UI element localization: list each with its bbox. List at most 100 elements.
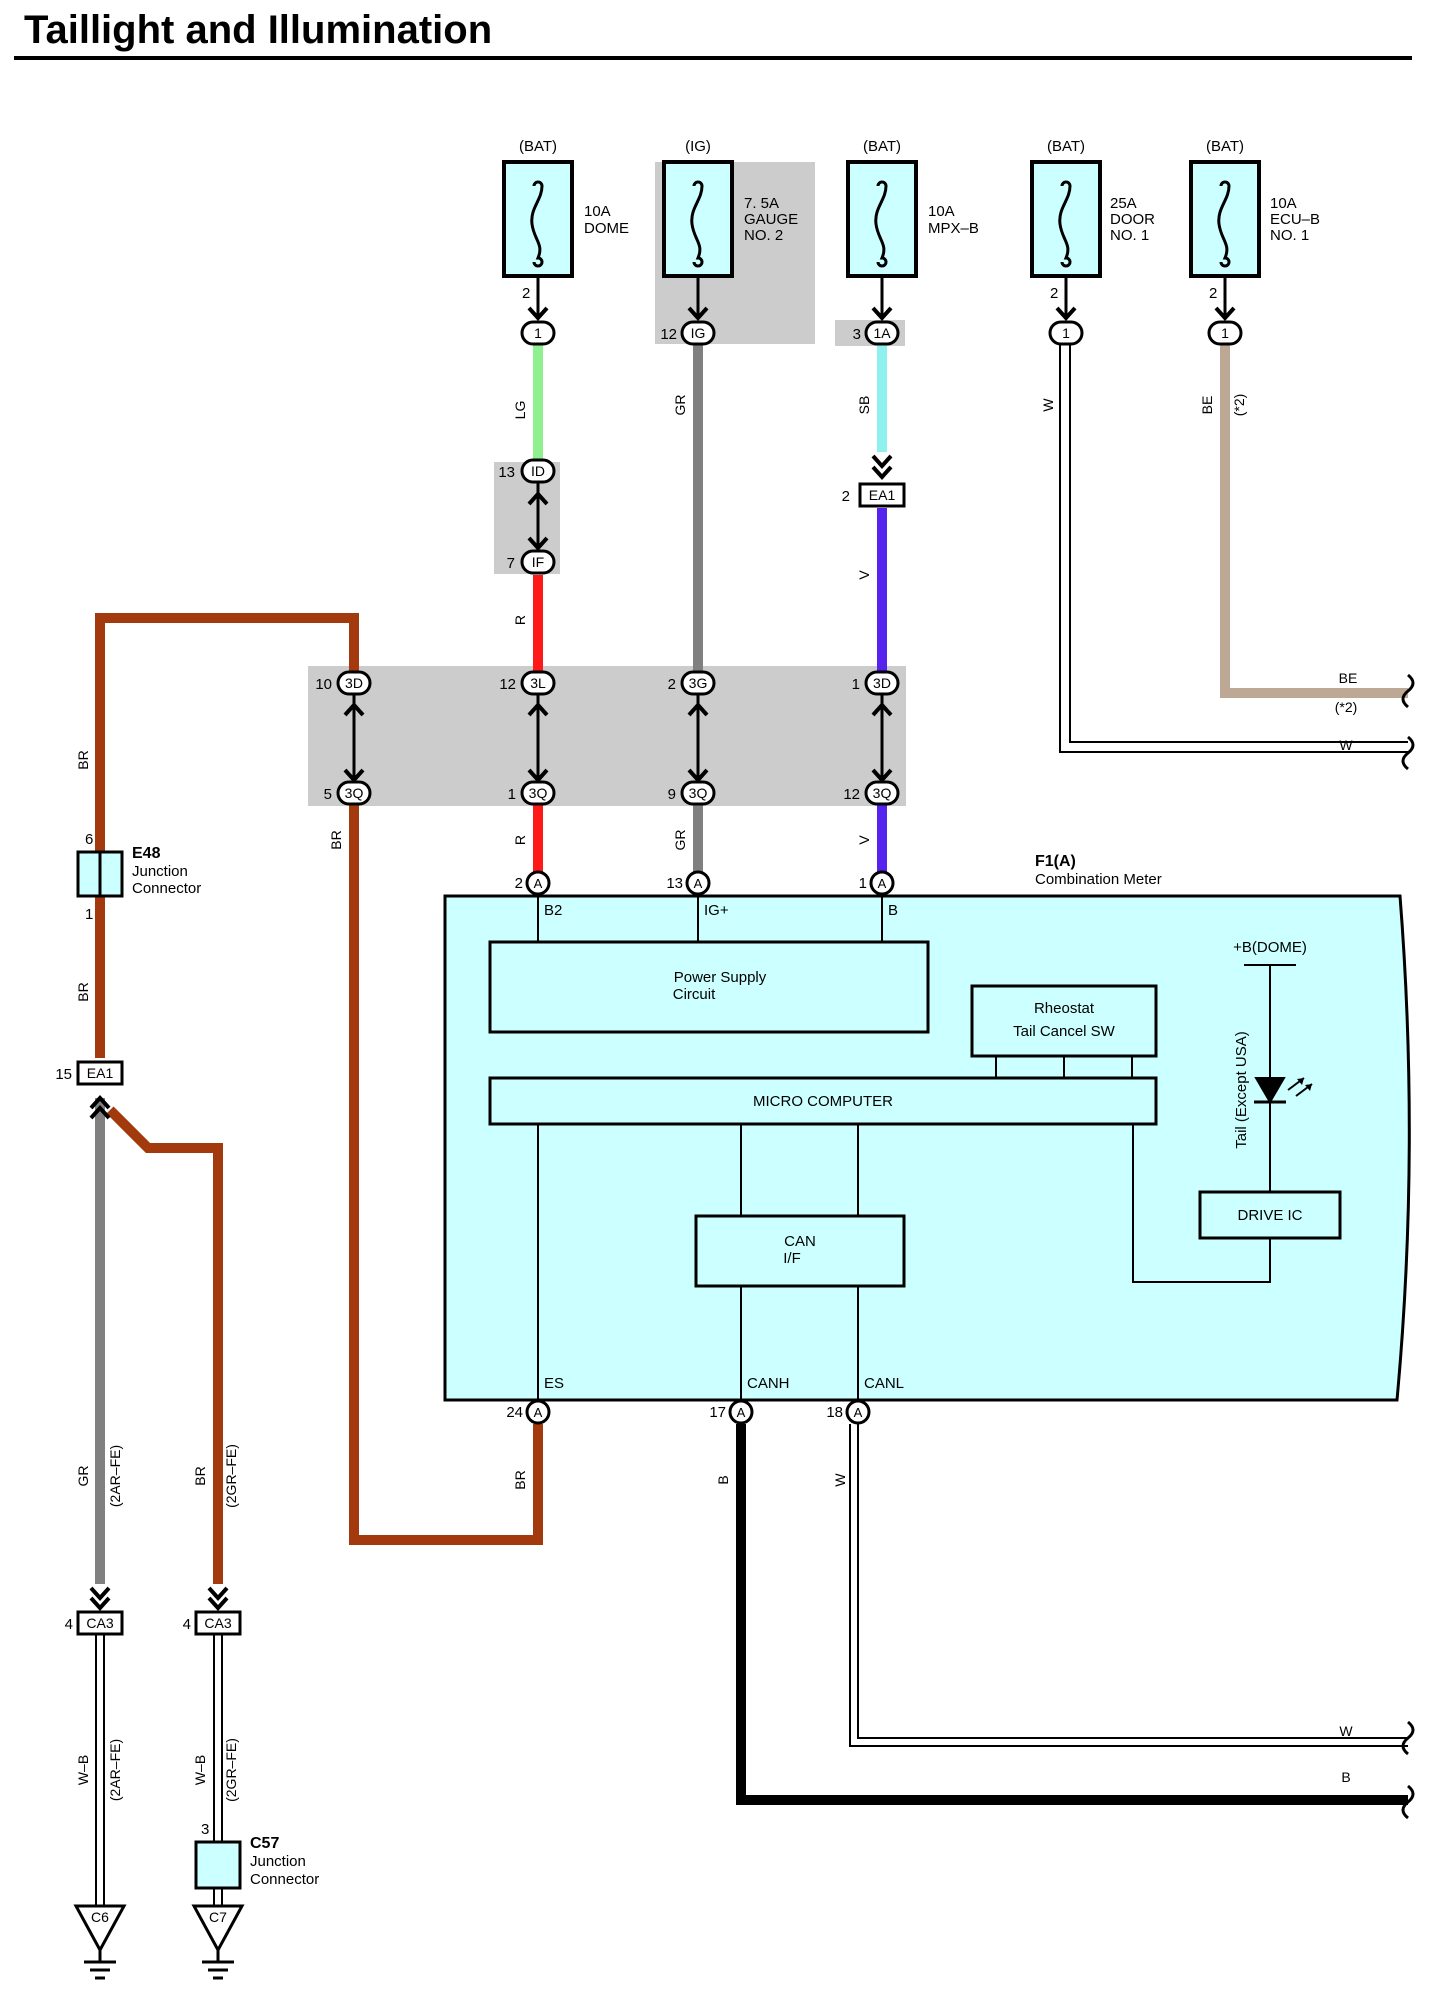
fuse-dome: [502, 160, 574, 278]
label-be-right: BE: [1339, 670, 1358, 686]
power-supply-block: [488, 940, 930, 1034]
meter-label-b: B: [888, 902, 898, 919]
fuse-mpxb-rating: 10A: [928, 203, 955, 220]
label-r-upper: R: [512, 615, 528, 625]
meter-label-canh: CANH: [747, 1375, 790, 1392]
label-b-right-bottom: B: [1341, 1769, 1350, 1785]
pin-3q-1: 1: [508, 786, 516, 803]
pin-3q-12: 12: [843, 786, 860, 803]
c57-id: C57: [250, 1835, 279, 1852]
c57-pin-top: 3: [201, 1821, 209, 1838]
conn-1a-out: 1A: [873, 325, 891, 341]
fuse-door-source: (BAT): [1047, 138, 1085, 155]
ground-c7: [191, 1904, 245, 1954]
c57-line1: Junction: [250, 1853, 306, 1870]
tail-led-icon: [1254, 1077, 1313, 1104]
fuse-dome-rating: 10A: [584, 203, 611, 220]
fuse-gauge: [662, 160, 734, 278]
fuse-ecub-name: ECU–B: [1270, 211, 1320, 228]
page-title: Taillight and Illumination: [24, 8, 493, 52]
conn-1a-pin: 3: [853, 326, 861, 343]
fuse-gauge-name2: NO. 2: [744, 227, 783, 244]
meter-pin-num-b: 1: [859, 875, 867, 892]
conn-ca3-a: CA3: [86, 1615, 113, 1631]
conn-ig-out: IG: [691, 325, 706, 341]
fuse-ecub-source: (BAT): [1206, 138, 1244, 155]
rheostat-block: [970, 984, 1158, 1058]
label-w-canl: W: [832, 1473, 848, 1487]
label-w-right-top: W: [1339, 737, 1353, 753]
power-supply-label-1: Power Supply: [674, 969, 767, 986]
pin-3q-5: 5: [324, 786, 332, 803]
wire-br-top: [95, 613, 359, 1058]
e48-id: E48: [132, 845, 161, 862]
label-2gr-lower: (2GR–FE): [223, 1738, 239, 1802]
micro-computer-label: MICRO COMPUTER: [753, 1093, 893, 1110]
label-br-branch: BR: [192, 1466, 208, 1485]
conn-ca3-b: CA3: [204, 1615, 231, 1631]
label-2ar-upper: (2AR–FE): [107, 1445, 123, 1507]
rheostat-label-2: Tail Cancel SW: [1013, 1023, 1116, 1040]
wire-b-can: [736, 1424, 1408, 1805]
label-star2-vert: (*2): [1231, 394, 1247, 417]
e48-pin-top: 6: [85, 831, 93, 848]
e48-pin-bottom: 1: [85, 906, 93, 923]
can-if-label-2: I/F: [783, 1250, 801, 1267]
meter-pin-a-1: A: [534, 876, 543, 891]
meter-pin-num-es: 24: [506, 1404, 523, 1421]
ground-c7-label: C7: [209, 1909, 227, 1925]
conn-3g: 3G: [689, 675, 708, 691]
conn-ea1-left: EA1: [87, 1065, 114, 1081]
fuse-door-rating: 25A: [1110, 195, 1137, 212]
conn-if: IF: [532, 554, 544, 570]
meter-pin-a-5: A: [737, 1405, 746, 1420]
fuse-dome-name: DOME: [584, 220, 629, 237]
ground-c6: [73, 1904, 127, 1954]
conn-ca3-a-pin: 4: [65, 1616, 73, 1633]
fuse-dome-source: (BAT): [519, 138, 557, 155]
fuse-gauge-name: GAUGE: [744, 211, 798, 228]
fuse-gauge-source: (IG): [685, 138, 711, 155]
fuse-dome-pin: 2: [522, 285, 530, 302]
label-wb-1: W–B: [75, 1755, 91, 1785]
c57-connector: [194, 1840, 242, 1890]
fuse-door-name: DOOR: [1110, 211, 1155, 228]
pin-3l-12: 12: [499, 676, 516, 693]
label-b-canh: B: [715, 1475, 731, 1484]
label-br-left-mid: BR: [75, 982, 91, 1001]
conn-3q-a: 3Q: [345, 785, 364, 801]
ground-c6-label: C6: [91, 1909, 109, 1925]
conn-ig-pin: 12: [660, 326, 677, 343]
pin-3d-1: 1: [852, 676, 860, 693]
fuse-door: [1030, 160, 1102, 278]
label-v-lower: V: [856, 835, 872, 845]
conn-ca3-b-pin: 4: [183, 1616, 191, 1633]
label-w-door: W: [1040, 398, 1056, 412]
fuse-ecub-rating: 10A: [1270, 195, 1297, 212]
can-if-label-1: CAN: [784, 1233, 816, 1250]
fuse-door-pin: 2: [1050, 285, 1058, 302]
drive-ic-label: DRIVE IC: [1237, 1207, 1302, 1224]
junction-3d-3q-shade: [308, 666, 906, 806]
label-r-lower: R: [512, 835, 528, 845]
label-2ar-lower: (2AR–FE): [107, 1739, 123, 1801]
fuse-mpxb-name: MPX–B: [928, 220, 979, 237]
pin-3q-9: 9: [668, 786, 676, 803]
label-v-upper: V: [856, 570, 872, 580]
title-rule: [14, 56, 1412, 60]
conn-3q-d: 3Q: [873, 785, 892, 801]
label-sb: SB: [856, 396, 872, 415]
conn-ecub-out: 1: [1221, 325, 1229, 341]
conn-if-pin: 7: [507, 555, 515, 572]
meter-label-ig: IG+: [704, 902, 729, 919]
conn-ea1-left-pin: 15: [55, 1066, 72, 1083]
meter-pin-num-ig: 13: [666, 875, 683, 892]
meter-label-b2: B2: [544, 902, 562, 919]
meter-pin-num-canh: 17: [709, 1404, 726, 1421]
pin-3d-10: 10: [315, 676, 332, 693]
dome-label: +B(DOME): [1233, 939, 1307, 956]
conn-3q-c: 3Q: [689, 785, 708, 801]
conn-dome-out: 1: [534, 325, 542, 341]
